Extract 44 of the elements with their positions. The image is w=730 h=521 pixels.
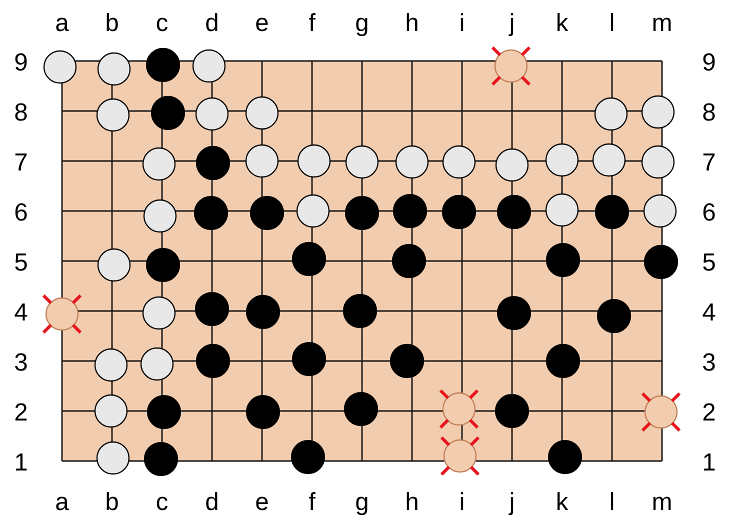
coordinate-label: 4	[14, 304, 28, 320]
coordinate-label: 7	[703, 154, 715, 170]
coordinate-label: b	[106, 492, 118, 510]
coordinate-label: 8	[703, 103, 715, 121]
coordinate-label: 1	[704, 454, 715, 470]
coordinate-label: 9	[703, 53, 715, 71]
coordinate-label: h	[406, 492, 418, 510]
coordinate-label: i	[460, 13, 464, 31]
coordinate-label: 2	[15, 403, 27, 420]
coordinate-label: j	[508, 13, 514, 36]
coordinate-label: k	[558, 13, 568, 31]
coordinate-label: e	[256, 18, 268, 32]
coordinate-label: 3	[703, 353, 715, 371]
coordinate-label: 6	[15, 203, 27, 221]
coordinate-label: 1	[16, 454, 27, 470]
coordinate-label: 9	[15, 53, 27, 71]
coordinate-label: 7	[15, 154, 27, 170]
coordinate-label: 3	[15, 353, 27, 371]
coordinate-label: m	[653, 496, 671, 510]
coordinate-label: 2	[703, 403, 715, 420]
coordinate-label: d	[206, 13, 218, 32]
coordinate-label: l	[610, 492, 614, 510]
coordinate-label: 6	[703, 203, 715, 221]
coordinate-label: 4	[702, 304, 716, 320]
coordinate-label: i	[460, 492, 464, 510]
coordinate-label: e	[256, 496, 268, 510]
coordinate-label: g	[356, 496, 368, 516]
coordinate-label: b	[106, 13, 118, 32]
coordinate-label: c	[156, 18, 168, 32]
coordinate-label: a	[56, 496, 69, 510]
coordinate-label: k	[558, 492, 568, 510]
coordinate-label: m	[653, 18, 671, 31]
coordinate-label: f	[308, 13, 316, 31]
coordinate-label: l	[610, 13, 614, 31]
coordinate-label: a	[56, 18, 69, 32]
coordinate-label: d	[206, 492, 218, 510]
coordinate-label: j	[508, 492, 514, 516]
coordinate-label: 5	[703, 254, 715, 271]
coordinate-label: h	[406, 13, 418, 31]
coordinate-label: 5	[15, 254, 27, 271]
coordinate-label: 8	[15, 103, 27, 121]
coordinate-label: g	[356, 18, 368, 36]
coordinate-label: c	[156, 496, 168, 510]
coordinate-label: f	[308, 492, 316, 510]
